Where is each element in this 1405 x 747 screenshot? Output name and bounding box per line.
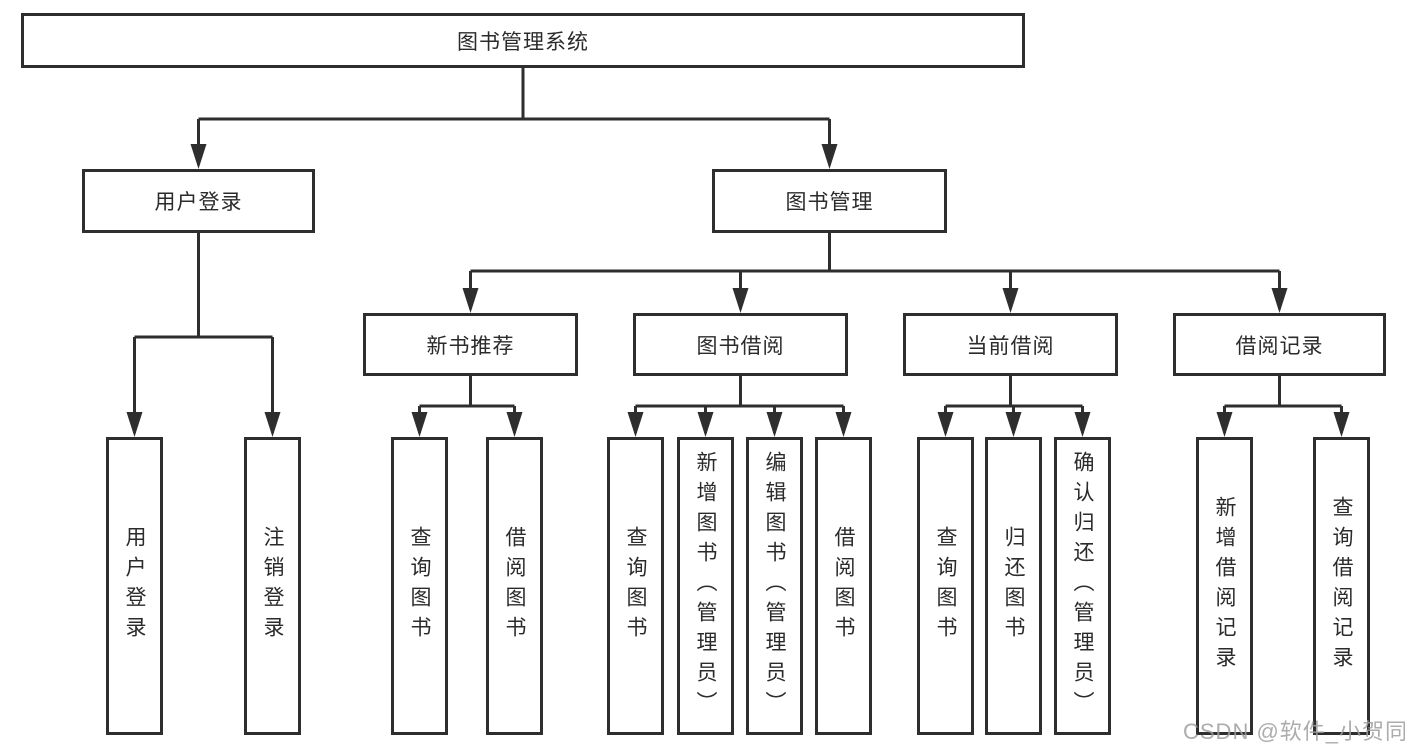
leaf-query-books-recommend-label: 查询图书: [408, 526, 431, 646]
node-book-management-label: 图书管理: [785, 191, 874, 214]
arrow-down-icon: [821, 144, 838, 169]
leaf-query-borrow-record: 查询借阅记录: [1313, 437, 1370, 735]
node-current-borrowing-label: 当前借阅: [966, 334, 1055, 358]
leaf-add-book-admin: 新增图书（管理员）: [677, 437, 734, 735]
leaf-return-books-label: 归还图书: [1002, 526, 1025, 646]
arrow-down-icon: [1005, 412, 1022, 437]
leaf-edit-book-admin-label: 编辑图书（管理员）: [763, 451, 786, 721]
arrow-down-icon: [190, 144, 207, 169]
node-book-borrowing-label: 图书借阅: [696, 334, 785, 358]
arrow-down-icon: [732, 288, 749, 313]
arrow-down-icon: [766, 412, 783, 437]
leaf-logout-login-label: 注销登录: [261, 526, 284, 646]
leaf-query-borrow-record-label: 查询借阅记录: [1330, 496, 1353, 676]
leaf-user-login-label: 用户登录: [123, 526, 146, 646]
node-book-borrowing: 图书借阅: [633, 313, 848, 376]
node-library-system: 图书管理系统: [21, 13, 1025, 68]
connector-user-login-to-leaves: [133, 233, 274, 433]
node-borrow-records: 借阅记录: [1173, 313, 1386, 376]
arrow-down-icon: [937, 412, 954, 437]
arrow-down-icon: [264, 412, 281, 437]
node-new-book-recommend: 新书推荐: [363, 313, 578, 376]
connector-new-book-recommend-to-leaves: [418, 376, 516, 433]
leaf-query-books-current: 查询图书: [917, 437, 974, 735]
arrow-down-icon: [506, 412, 523, 437]
leaf-borrow-books-borrowing: 借阅图书: [815, 437, 872, 735]
arrow-down-icon: [1002, 288, 1019, 313]
connector-borrow-records-to-leaves: [1223, 376, 1343, 433]
leaf-add-borrow-record: 新增借阅记录: [1196, 437, 1253, 735]
leaf-confirm-return-admin: 确认归还（管理员）: [1054, 437, 1111, 735]
leaf-query-books-borrowing-label: 查询图书: [624, 526, 647, 646]
leaf-return-books: 归还图书: [985, 437, 1042, 735]
leaf-add-borrow-record-label: 新增借阅记录: [1213, 496, 1236, 676]
arrowhead-icons: [126, 144, 1350, 437]
node-user-login-label: 用户登录: [154, 191, 243, 214]
leaf-borrow-books-borrowing-label: 借阅图书: [832, 526, 855, 646]
arrow-down-icon: [1074, 412, 1091, 437]
leaf-edit-book-admin: 编辑图书（管理员）: [746, 437, 803, 735]
leaf-borrow-books-recommend: 借阅图书: [486, 437, 543, 735]
leaf-query-books-recommend: 查询图书: [391, 437, 448, 735]
leaf-query-books-current-label: 查询图书: [934, 526, 957, 646]
node-borrow-records-label: 借阅记录: [1235, 334, 1324, 358]
node-library-system-label: 图书管理系统: [457, 30, 589, 54]
arrow-down-icon: [1216, 412, 1233, 437]
leaf-add-book-admin-label: 新增图书（管理员）: [694, 451, 717, 721]
leaf-logout-login: 注销登录: [244, 437, 301, 735]
connector-root-to-level2: [197, 68, 831, 165]
arrow-down-icon: [1333, 412, 1350, 437]
arrow-down-icon: [1271, 288, 1288, 313]
arrow-down-icon: [126, 412, 143, 437]
leaf-query-books-borrowing: 查询图书: [607, 437, 664, 735]
leaf-confirm-return-admin-label: 确认归还（管理员）: [1071, 451, 1094, 721]
watermark: CSDN @软件_小贺同学: [1183, 719, 1405, 744]
node-book-management: 图书管理: [712, 169, 947, 233]
leaf-user-login: 用户登录: [106, 437, 163, 735]
arrow-down-icon: [462, 288, 479, 313]
arrow-down-icon: [697, 412, 714, 437]
node-current-borrowing: 当前借阅: [903, 313, 1118, 376]
arrow-down-icon: [411, 412, 428, 437]
leaf-borrow-books-recommend-label: 借阅图书: [503, 526, 526, 646]
node-new-book-recommend-label: 新书推荐: [426, 334, 515, 358]
arrow-down-icon: [835, 412, 852, 437]
connector-book-management-to-level3: [469, 233, 1281, 309]
arrow-down-icon: [627, 412, 644, 437]
node-user-login: 用户登录: [82, 169, 315, 233]
connector-book-borrowing-to-leaves: [634, 376, 845, 433]
